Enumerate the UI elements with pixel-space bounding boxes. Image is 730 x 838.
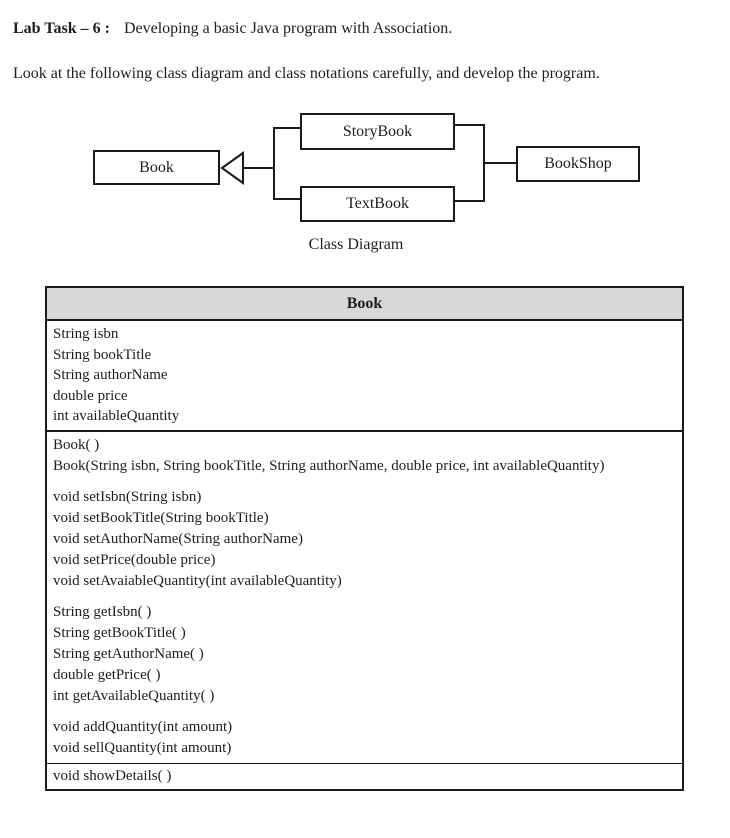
class-box-textbook: TextBook	[300, 186, 455, 222]
uml-footer-section: void showDetails( )	[47, 764, 682, 789]
uml-attributes-section: String isbn String bookTitle String auth…	[47, 321, 682, 432]
task-heading: Lab Task – 6 : Developing a basic Java pr…	[13, 20, 452, 38]
class-box-storybook: StoryBook	[300, 113, 455, 150]
method-line: void setAvaiableQuantity(int availableQu…	[53, 572, 342, 589]
instruction-text: Look at the following class diagram and …	[13, 65, 600, 82]
attribute-line: double price	[53, 387, 128, 404]
method-line: String getIsbn( )	[53, 603, 152, 620]
method-line: void addQuantity(int amount)	[53, 718, 233, 735]
uml-class-name: Book	[47, 288, 682, 321]
attribute-line: String authorName	[53, 367, 168, 384]
method-line: void setPrice(double price)	[53, 551, 216, 568]
method-line: String getAuthorName( )	[53, 645, 204, 662]
class-box-book: Book	[93, 150, 220, 185]
inheritance-arrowhead-icon	[220, 151, 244, 185]
class-diagram-connectors	[220, 124, 518, 202]
attribute-line: int availableQuantity	[53, 408, 180, 425]
bracket-right	[455, 124, 485, 202]
class-notation-table: Book String isbn String bookTitle String…	[45, 286, 684, 791]
class-box-bookshop: BookShop	[516, 146, 640, 182]
getter-group: String getIsbn( ) String getBookTitle( )…	[53, 602, 676, 707]
class-box-book-label: Book	[139, 158, 174, 176]
method-line: String getBookTitle( )	[53, 624, 186, 641]
class-box-textbook-label: TextBook	[346, 195, 409, 212]
task-label: Lab Task – 6 :	[13, 20, 110, 37]
method-line: int getAvailableQuantity( )	[53, 687, 215, 704]
constructor-group: Book( ) Book(String isbn, String bookTit…	[53, 435, 676, 477]
setter-group: void setIsbn(String isbn) void setBookTi…	[53, 487, 676, 592]
attribute-line: String isbn	[53, 326, 119, 342]
bracket-left	[273, 127, 300, 200]
class-box-storybook-label: StoryBook	[342, 122, 413, 140]
method-line: void sellQuantity(int amount)	[53, 739, 232, 756]
method-line: void setAuthorName(String authorName)	[53, 530, 303, 547]
diagram-caption: Class Diagram	[308, 236, 404, 253]
uml-methods-section: Book( ) Book(String isbn, String bookTit…	[47, 432, 682, 764]
method-line: void showDetails( )	[53, 767, 172, 784]
method-line: Book( )	[53, 436, 100, 453]
attribute-line: String bookTitle	[53, 346, 152, 363]
method-line: double getPrice( )	[53, 666, 161, 683]
quantity-method-group: void addQuantity(int amount) void sellQu…	[53, 717, 676, 759]
method-line: void setIsbn(String isbn)	[53, 488, 202, 505]
class-box-bookshop-label: BookShop	[544, 155, 612, 172]
method-line: void setBookTitle(String bookTitle)	[53, 509, 269, 526]
task-title: Developing a basic Java program with Ass…	[123, 20, 453, 37]
method-line: Book(String isbn, String bookTitle, Stri…	[53, 457, 605, 474]
